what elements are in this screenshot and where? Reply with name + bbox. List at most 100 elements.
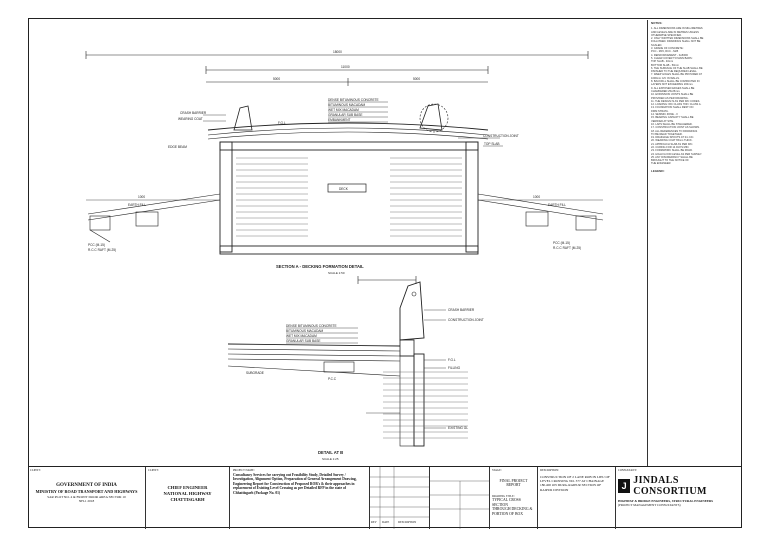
note-line: 2. ONLY WRITTEN DIMENSIONS SHALL BE: [651, 37, 704, 41]
client-sub-1: SAR PLOT NO. 4 & FRONT DOOR AREA SECTOR …: [47, 494, 126, 499]
detail-section-scale: SCALE 1:25: [322, 457, 339, 461]
note-line: LAYERS NOT EXCEEDING 200mm.: [651, 83, 694, 87]
stage-cell: STAGE: FINAL PROJECT REPORT DRAWING TITL…: [490, 467, 538, 529]
project-label: PROJECT NAME:: [233, 469, 255, 472]
dim-wing-right: 1000: [533, 195, 540, 199]
detail-layer-4: GRANULAR SUB BASE: [286, 339, 321, 343]
description-cell: DESCRIPTION: CONSTRUCTION OF 2 LANE ROB …: [538, 467, 616, 529]
client-line-2: MINISTRY OF ROAD TRANSPORT AND HIGHWAYS: [35, 488, 138, 494]
note-line: 7. WEEP HOLES SHALL BE PROVIDED AT: [651, 73, 702, 77]
label-rcc-right: R.C.C RAFT (M-25): [553, 246, 581, 250]
note-line: CHAMFERED 25x25mm.: [651, 89, 681, 93]
note-line: OTHERWISE SPECIFIED.: [651, 33, 682, 37]
note-line: FIRM STRATA.: [651, 109, 669, 113]
label-wearing: WEARING COAT: [178, 117, 203, 121]
project-description: Consultancy Services for carrying out Fe…: [233, 472, 357, 495]
client-cell: CLIENT: GOVERNMENT OF INDIA MINISTRY OF …: [28, 467, 146, 529]
note-line: 22. CURING FOR 14 DAYS MIN.: [651, 145, 690, 149]
note-line: 21. APPROACH SLAB AS PER IRC.: [651, 142, 694, 146]
note-line: 10. EXPANSION JOINTS SHALL BE: [651, 93, 694, 97]
label-pcc-right: PCC (M-15): [553, 241, 570, 245]
detail-construction-joint: CONSTRUCTION JOINT: [448, 318, 484, 322]
label-deck: DECK: [339, 187, 349, 191]
engineer-line-1: CHIEF ENGINEER: [167, 484, 208, 490]
detail-layer-3: WET MIX MACADAM: [286, 334, 317, 338]
label-construction-joint: CONSTRUCTION JOINT: [483, 134, 519, 138]
approval-grid: [430, 480, 489, 529]
approval-cell: [430, 467, 490, 529]
note-line: BOTTOM SLAB - 50mm: [651, 63, 679, 67]
client-label: CLIENT:: [30, 469, 41, 472]
dim-left: 5000: [273, 77, 280, 81]
note-line: 19. DRAINAGE SPOUTS AT 3m C/C.: [651, 136, 695, 140]
layer-label-4: GRANULAR SUB BASE: [328, 113, 363, 117]
engineer-label: CLIENT:: [148, 469, 159, 472]
note-line: 15. BEARING CAPACITY SHALL BE: [651, 116, 694, 120]
rev-header: REV: [371, 521, 377, 524]
detail-fgl: F.G.L: [448, 358, 456, 362]
main-section-title: SECTION A - DECKING FORMATION DETAIL: [276, 264, 364, 269]
label-fill-right: EARTH FILL: [548, 203, 566, 207]
note-line: PCC - M15, RCC - M25: [651, 50, 679, 54]
detail-pcc: P.C.C: [328, 377, 337, 381]
note-line: 14. SEISMIC ZONE - II: [651, 113, 678, 117]
note-line: 24. HIGH FLOOD LEVEL AS PER SURVEY.: [651, 152, 702, 156]
revision-cell: REV DATE DESCRIPTION: [370, 467, 430, 529]
description-header: DESCRIPTION: [398, 521, 417, 524]
label-top-slab: TOP SLAB: [484, 142, 499, 146]
consultant-sub-2: (PROJECT MANAGEMENT CONSULTANTS): [618, 502, 681, 507]
detail-section-title: DETAIL AT B: [318, 450, 343, 455]
drawing-title-1: TYPICAL CROSS SECTION: [492, 498, 521, 507]
consortium-logo-icon: J: [618, 478, 631, 493]
note-line: 12. LOADING: IRC CLASS 70R / CLASS A.: [651, 103, 702, 107]
note-line: 9. ALL EXPOSED EDGES SHALL BE: [651, 86, 695, 90]
drawing-title-2: THROUGH DECKING &: [492, 507, 533, 512]
main-section-scale: SCALE 1:50: [328, 271, 345, 275]
engineer-line-3: CHATTISGARH: [170, 496, 205, 502]
engineer-cell: CLIENT: CHIEF ENGINEER NATIONAL HIGHWAY …: [146, 467, 230, 529]
layer-label-2: BITUMINOUS MACADAM: [328, 103, 366, 107]
layer-label-5: EMBANKMENT: [328, 118, 351, 122]
note-line: 17. CONSTRUCTION JOINT AS SHOWN.: [651, 126, 700, 130]
detail-filling: FILLING: [448, 366, 461, 370]
note-line: 8. BACKFILL SHALL BE COMPACTED IN: [651, 80, 700, 84]
note-line: THE ENGINEER.: [651, 162, 672, 166]
consultant-label: CONSULTANT:: [618, 469, 637, 472]
detail-section: [227, 276, 468, 447]
dim-inner: 11000: [341, 65, 350, 69]
note-line: 11. THE DESIGN IS AS PER IRC CODES.: [651, 99, 701, 103]
legend-heading: LEGEND:: [651, 168, 665, 173]
engineer-line-2: NATIONAL HIGHWAY: [163, 490, 212, 496]
notes-heading: NOTES:: [651, 21, 663, 25]
drawing-frame: [28, 18, 742, 528]
layer-label-3: WET MIX MACADAM: [328, 108, 359, 112]
note-line: AND LEVELS ARE IN METRES UNLESS: [651, 30, 699, 34]
note-line: 5. CLEAR COVER TO MAIN BARS:: [651, 56, 693, 60]
note-line: 25. ANY DISCREPANCY SHALL BE: [651, 155, 693, 159]
title-block: CLIENT: GOVERNMENT OF INDIA MINISTRY OF …: [28, 466, 742, 529]
description-value: CONSTRUCTION OF 2 LANE ROB IN LIEU OF LE…: [540, 474, 610, 492]
label-edge-left: EDGE BEAM: [168, 145, 187, 149]
consultant-name: JINDALS CONSORTIUM: [633, 474, 707, 497]
detail-crash-barrier: CRASH BARRIER: [448, 308, 475, 312]
notes-list: 1. ALL DIMENSIONS ARE IN MILLIMETRES AND…: [651, 27, 737, 165]
label-fgl: F.G.L: [278, 121, 286, 125]
client-line-1: GOVERNMENT OF INDIA: [56, 482, 117, 488]
layer-label-1: DENSE BITUMINOUS CONCRETE: [328, 98, 379, 102]
consultant-sub: HIGHWAY & BRIDGE ENGINEERS, STRUCTURAL E…: [618, 498, 714, 503]
detail-soil: EXISTING GL: [448, 426, 468, 430]
consultant-cell: CONSULTANT: J JINDALS CONSORTIUM HIGHWAY…: [616, 467, 742, 529]
note-line: 1000mm C/C IN WALLS.: [651, 76, 680, 80]
note-line: 16. LAPS SHALL BE STAGGERED.: [651, 122, 693, 126]
dim-overall: 18000: [333, 50, 342, 54]
description-label: DESCRIPTION:: [540, 469, 559, 472]
dim-wing-left: 1000: [138, 195, 145, 199]
note-line: TOP SLAB - 40mm: [651, 60, 674, 64]
detail-subgrade: SUBGRADE: [246, 371, 264, 375]
note-line: SCALED.: [651, 43, 663, 47]
note-line: BROUGHT TO THE NOTICE OF: [651, 159, 689, 163]
detail-layer-1: DENSE BITUMINOUS CONCRETE: [286, 324, 337, 328]
label-pcc-left: PCC (M-15): [88, 243, 105, 247]
drawing-title-label: DRAWING TITLE:: [492, 494, 515, 498]
